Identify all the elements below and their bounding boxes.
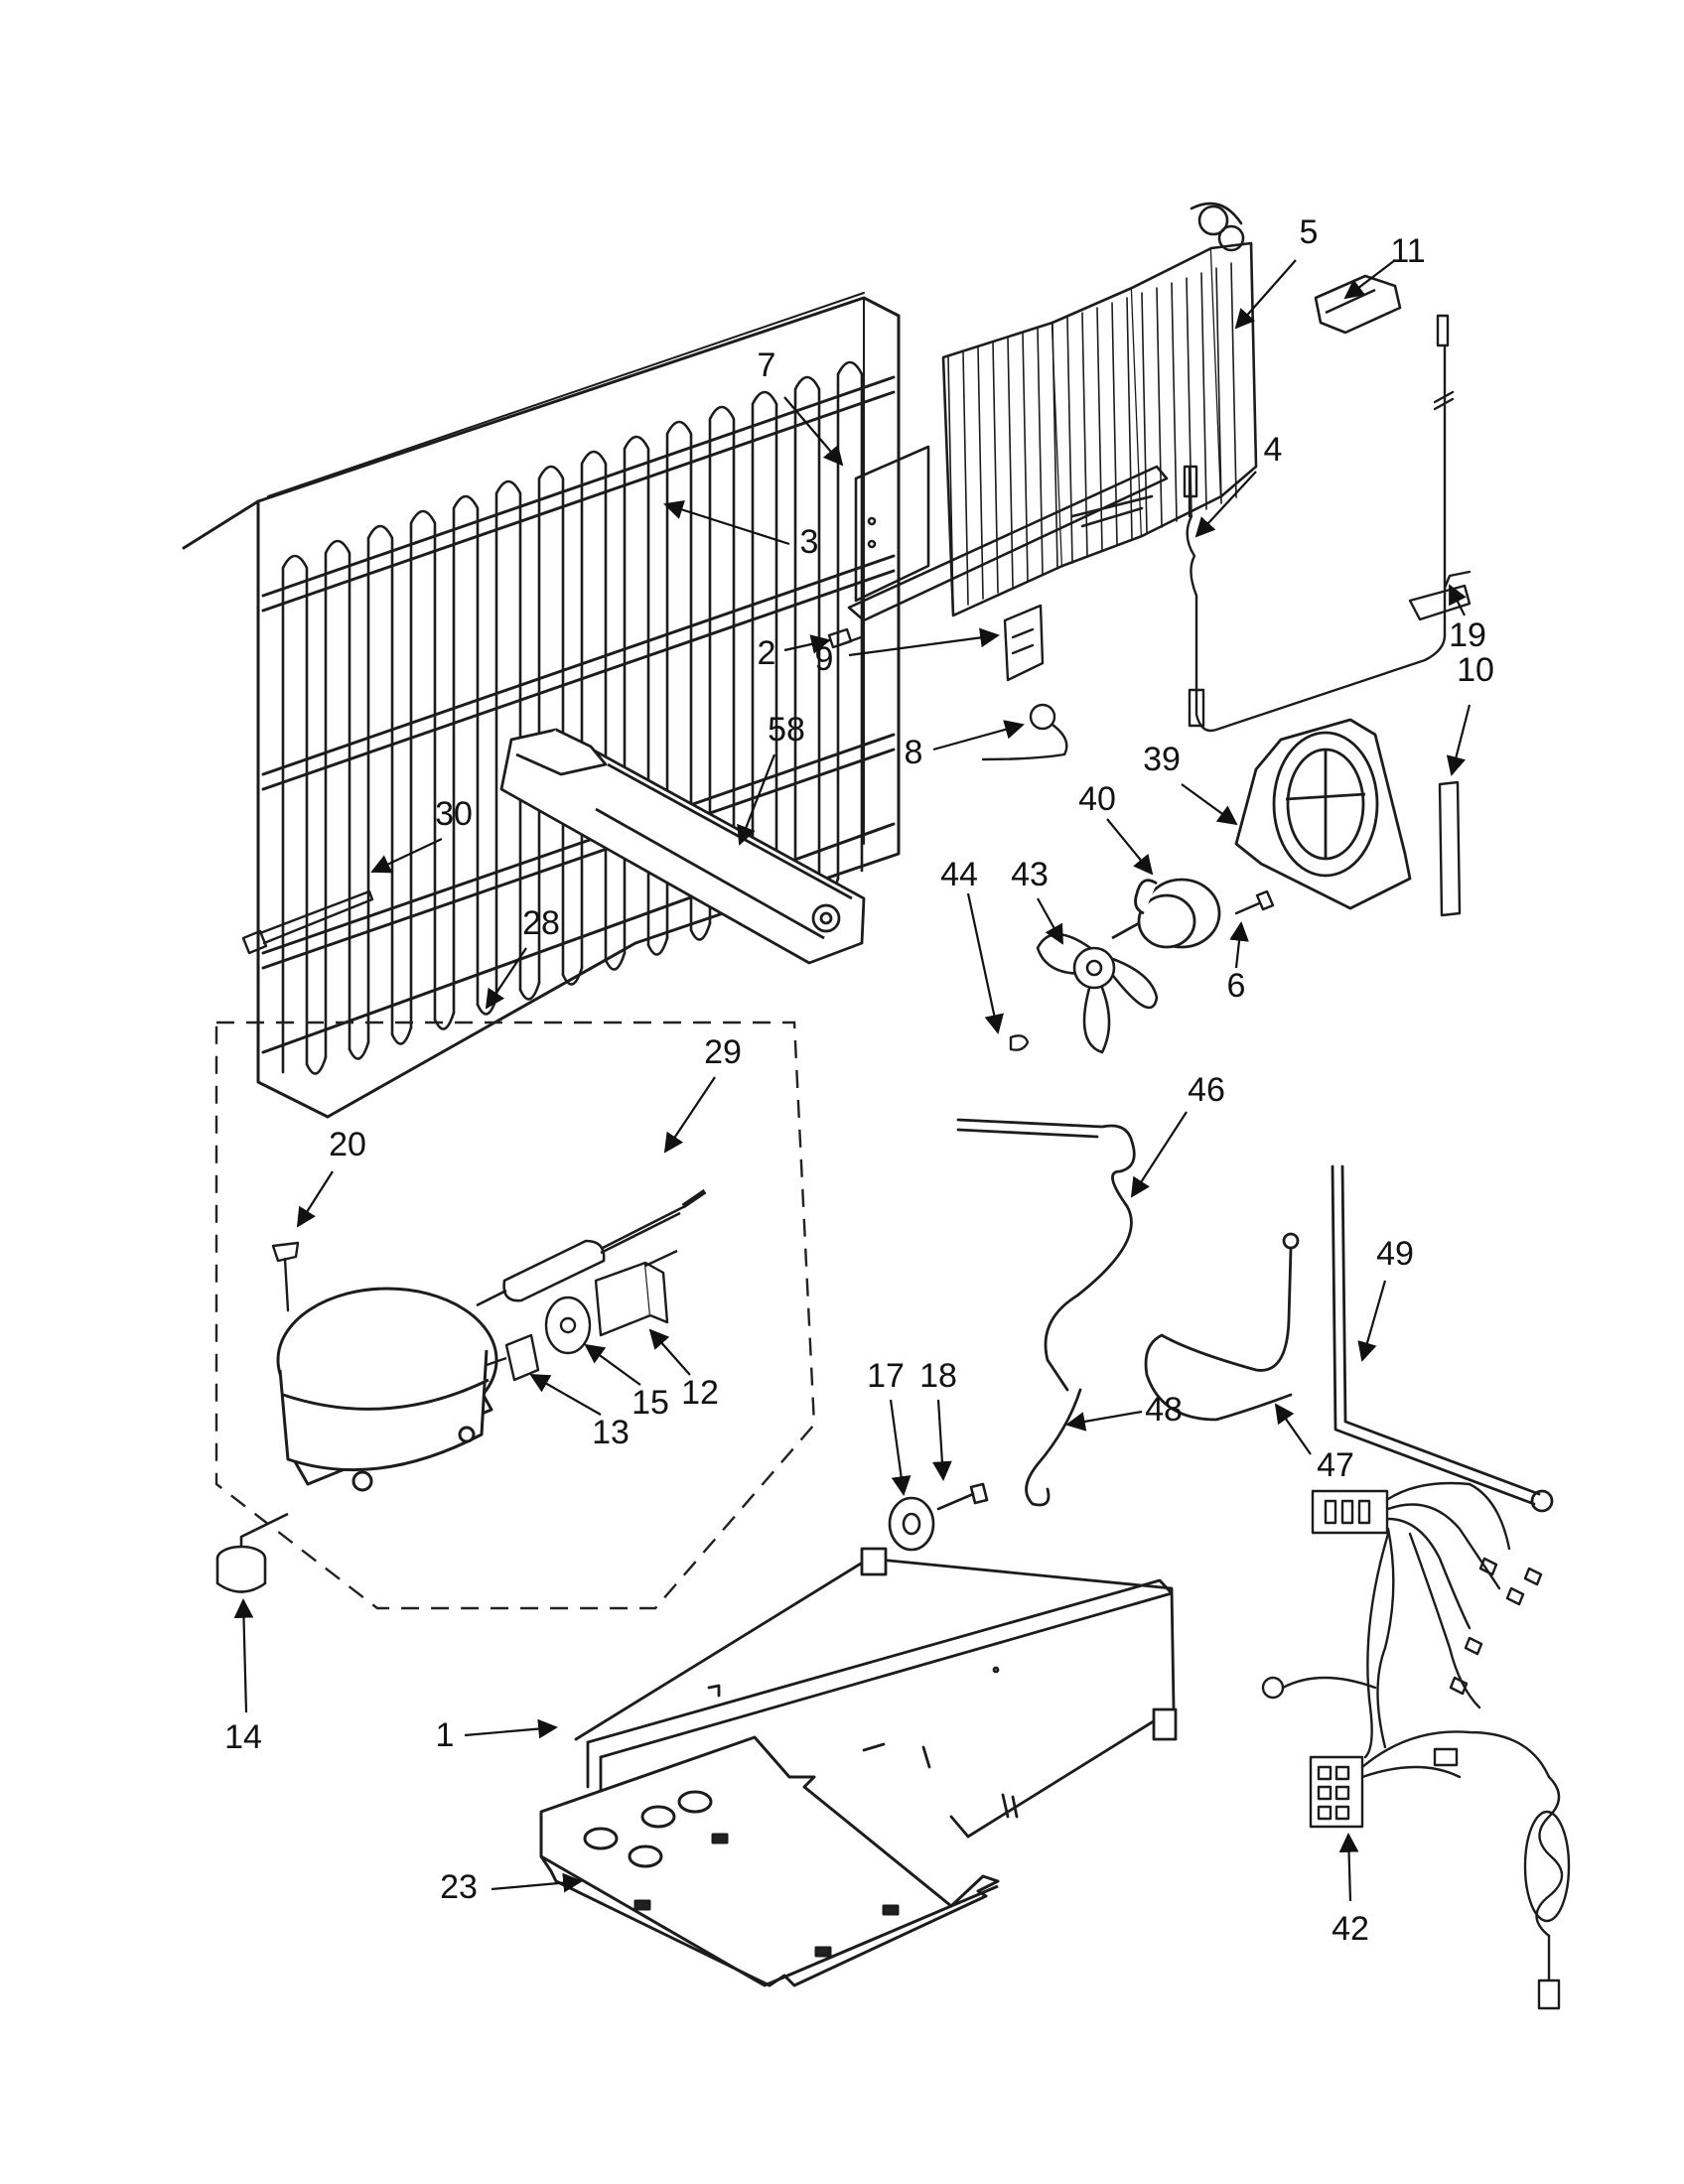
callout-29: 29: [704, 1033, 742, 1071]
evaporator-drawing: [847, 202, 1258, 622]
compressor-drawing: [276, 1287, 498, 1492]
compressor-kit-28-boundary: [214, 1021, 816, 1610]
callout-58: 58: [768, 711, 805, 749]
callout-labels: 3 7 5 11 4 2 9 19 10 8 58 39 40 30 43 44…: [224, 213, 1494, 1948]
screw-20-drawing: [271, 1241, 300, 1312]
base-pan-1-drawing: [574, 1547, 1178, 1839]
callout-14: 14: [224, 1718, 262, 1756]
sensor-wire-4-drawing: [1183, 314, 1455, 733]
pad-23-drawing: [539, 1735, 1000, 1987]
tube-49-drawing: [1331, 1164, 1554, 1513]
callout-9: 9: [815, 640, 834, 678]
callout-2: 2: [758, 634, 776, 672]
cap-11-drawing: [1314, 274, 1402, 335]
leader-lines: [233, 259, 1472, 1902]
grommet-17-drawing: [888, 1496, 935, 1552]
callout-12: 12: [681, 1374, 719, 1412]
callout-8: 8: [905, 734, 923, 771]
callout-13: 13: [592, 1414, 630, 1451]
callout-28: 28: [522, 904, 560, 942]
callout-42: 42: [1332, 1910, 1369, 1948]
fan-shroud-39-drawing: [1234, 718, 1412, 910]
callout-39: 39: [1143, 741, 1181, 778]
screw-6-drawing: [1234, 889, 1275, 915]
fan-motor-40-drawing: [1111, 878, 1221, 949]
callout-10: 10: [1457, 651, 1494, 689]
callout-1: 1: [436, 1716, 455, 1754]
callout-4: 4: [1264, 431, 1283, 469]
bolt-18-drawing: [936, 1482, 989, 1511]
callout-49: 49: [1376, 1235, 1414, 1273]
callout-18: 18: [919, 1357, 957, 1395]
callout-48: 48: [1145, 1391, 1183, 1429]
clip-19-drawing: [1408, 570, 1472, 621]
callout-7: 7: [758, 346, 776, 384]
clip-44-drawing: [1009, 1034, 1030, 1051]
capacitor-12-drawing: [594, 1249, 678, 1337]
callout-46: 46: [1188, 1071, 1225, 1109]
callout-20: 20: [329, 1126, 366, 1163]
callout-15: 15: [632, 1384, 669, 1422]
screw-2-drawing: [827, 627, 863, 649]
callout-23: 23: [440, 1868, 478, 1906]
callout-40: 40: [1078, 780, 1116, 818]
callout-6: 6: [1227, 967, 1246, 1005]
clip-9-drawing: [1003, 604, 1045, 682]
relay-13-drawing: [486, 1333, 540, 1382]
fan-blade-43-drawing: [1036, 932, 1159, 1054]
grommet-14-drawing: [215, 1512, 289, 1593]
callout-19: 19: [1449, 616, 1486, 654]
wire-8-drawing: [981, 703, 1068, 761]
callout-30: 30: [435, 795, 473, 833]
callout-11: 11: [1390, 232, 1425, 270]
strip-10-drawing: [1438, 780, 1462, 917]
wire-harness-42-drawing: [1261, 1481, 1571, 2010]
tube-48-drawing: [1025, 1388, 1082, 1507]
callout-3: 3: [800, 523, 819, 561]
tube-46-drawing: [956, 1118, 1136, 1392]
tube-47-drawing: [1144, 1232, 1300, 1422]
overload-29-drawing: [476, 1188, 707, 1307]
relay-15-drawing: [544, 1296, 592, 1355]
callout-5: 5: [1300, 213, 1319, 251]
callout-44: 44: [940, 856, 978, 893]
callout-47: 47: [1317, 1446, 1354, 1484]
condenser-coil-drawing: [182, 292, 901, 1119]
duct-58-drawing: [499, 728, 866, 965]
callout-17: 17: [867, 1357, 905, 1395]
callout-43: 43: [1011, 856, 1049, 893]
cable-tie-30-drawing: [241, 889, 374, 955]
